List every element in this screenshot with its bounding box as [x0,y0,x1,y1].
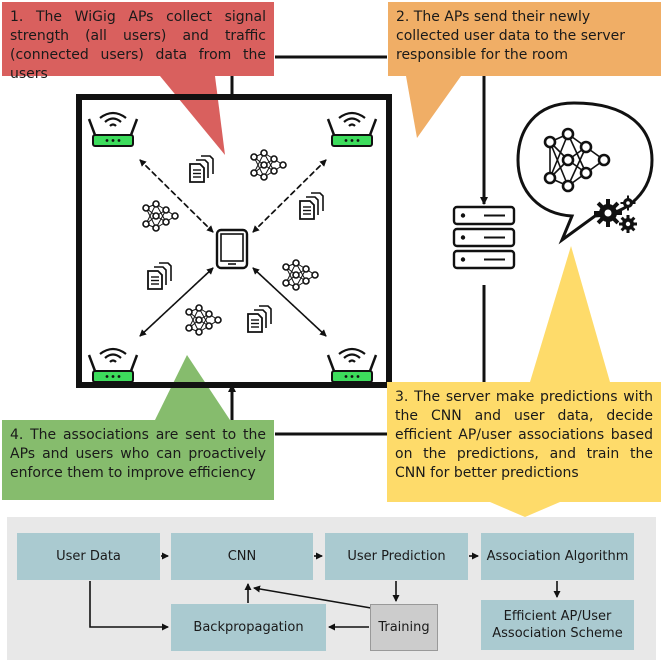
documents-icon [299,192,324,220]
documents-icon [189,155,214,183]
dashed-arrow-tr [252,159,327,233]
step4-text: 4. The associations are sent to the APs … [10,427,266,481]
step2-text: 2. The APs send their newly collected us… [396,9,626,63]
step3-text: 3. The server make predictions with the … [395,389,653,481]
callout3-tail [530,246,610,382]
documents-icon [247,305,272,333]
flow-label-cnn: CNN [227,549,257,564]
dashed-arrow-tl-in [139,159,214,233]
dashed-arrow-bl-in [139,267,214,337]
flow-label-backpropagation: Backpropagation [193,620,304,635]
flow-box-association-algorithm: Association Algorithm [481,533,634,580]
wifi-router-icon [87,347,139,384]
step4-callout: 4. The associations are sent to the APs … [2,420,274,500]
wifi-router-icon [326,111,378,148]
neural-network-icon [250,149,287,181]
flow-label-user-prediction: User Prediction [347,549,446,564]
flow-label-association-algorithm: Association Algorithm [486,549,629,564]
flow-label-user-data: User Data [56,549,121,564]
step1-callout: 1. The WiGig APs collect signal strength… [2,2,274,82]
server-icon [452,205,516,270]
documents-icon [147,262,172,290]
flow-box-training: Training [370,604,438,651]
dashed-arrow-br-in [252,267,327,337]
flow-box-user-prediction: User Prediction [325,533,468,580]
callout2-tail [406,76,461,138]
step1-text: 1. The WiGig APs collect signal strength… [10,9,266,82]
flow-arrow-userdata-backprop [89,581,169,631]
flow-box-user-data: User Data [17,533,160,580]
neural-network-icon [142,200,179,232]
flow-box-cnn: CNN [171,533,313,580]
neural-network-icon [282,259,319,291]
step2-callout: 2. The APs send their newly collected us… [388,2,661,76]
wifi-router-icon [87,111,139,148]
wifi-router-icon [326,347,378,384]
flow-label-efficient-scheme: Efficient AP/User Association Scheme [492,609,623,641]
flow-box-backpropagation: Backpropagation [171,604,326,651]
tablet-icon [215,228,249,270]
step3-callout: 3. The server make predictions with the … [387,382,661,502]
callout1-tail [160,76,225,155]
flow-arrow-training-cnn [253,585,372,609]
dashed-arrow-tr-in [252,159,327,233]
flow-box-efficient-scheme: Efficient AP/User Association Scheme [481,600,634,650]
callout3-lower-tail [490,502,560,517]
dashed-arrow-tl [139,159,214,233]
gears-icon [594,195,637,233]
room-boundary [76,94,392,388]
neural-network-icon [185,304,222,336]
flow-label-training: Training [378,620,430,635]
